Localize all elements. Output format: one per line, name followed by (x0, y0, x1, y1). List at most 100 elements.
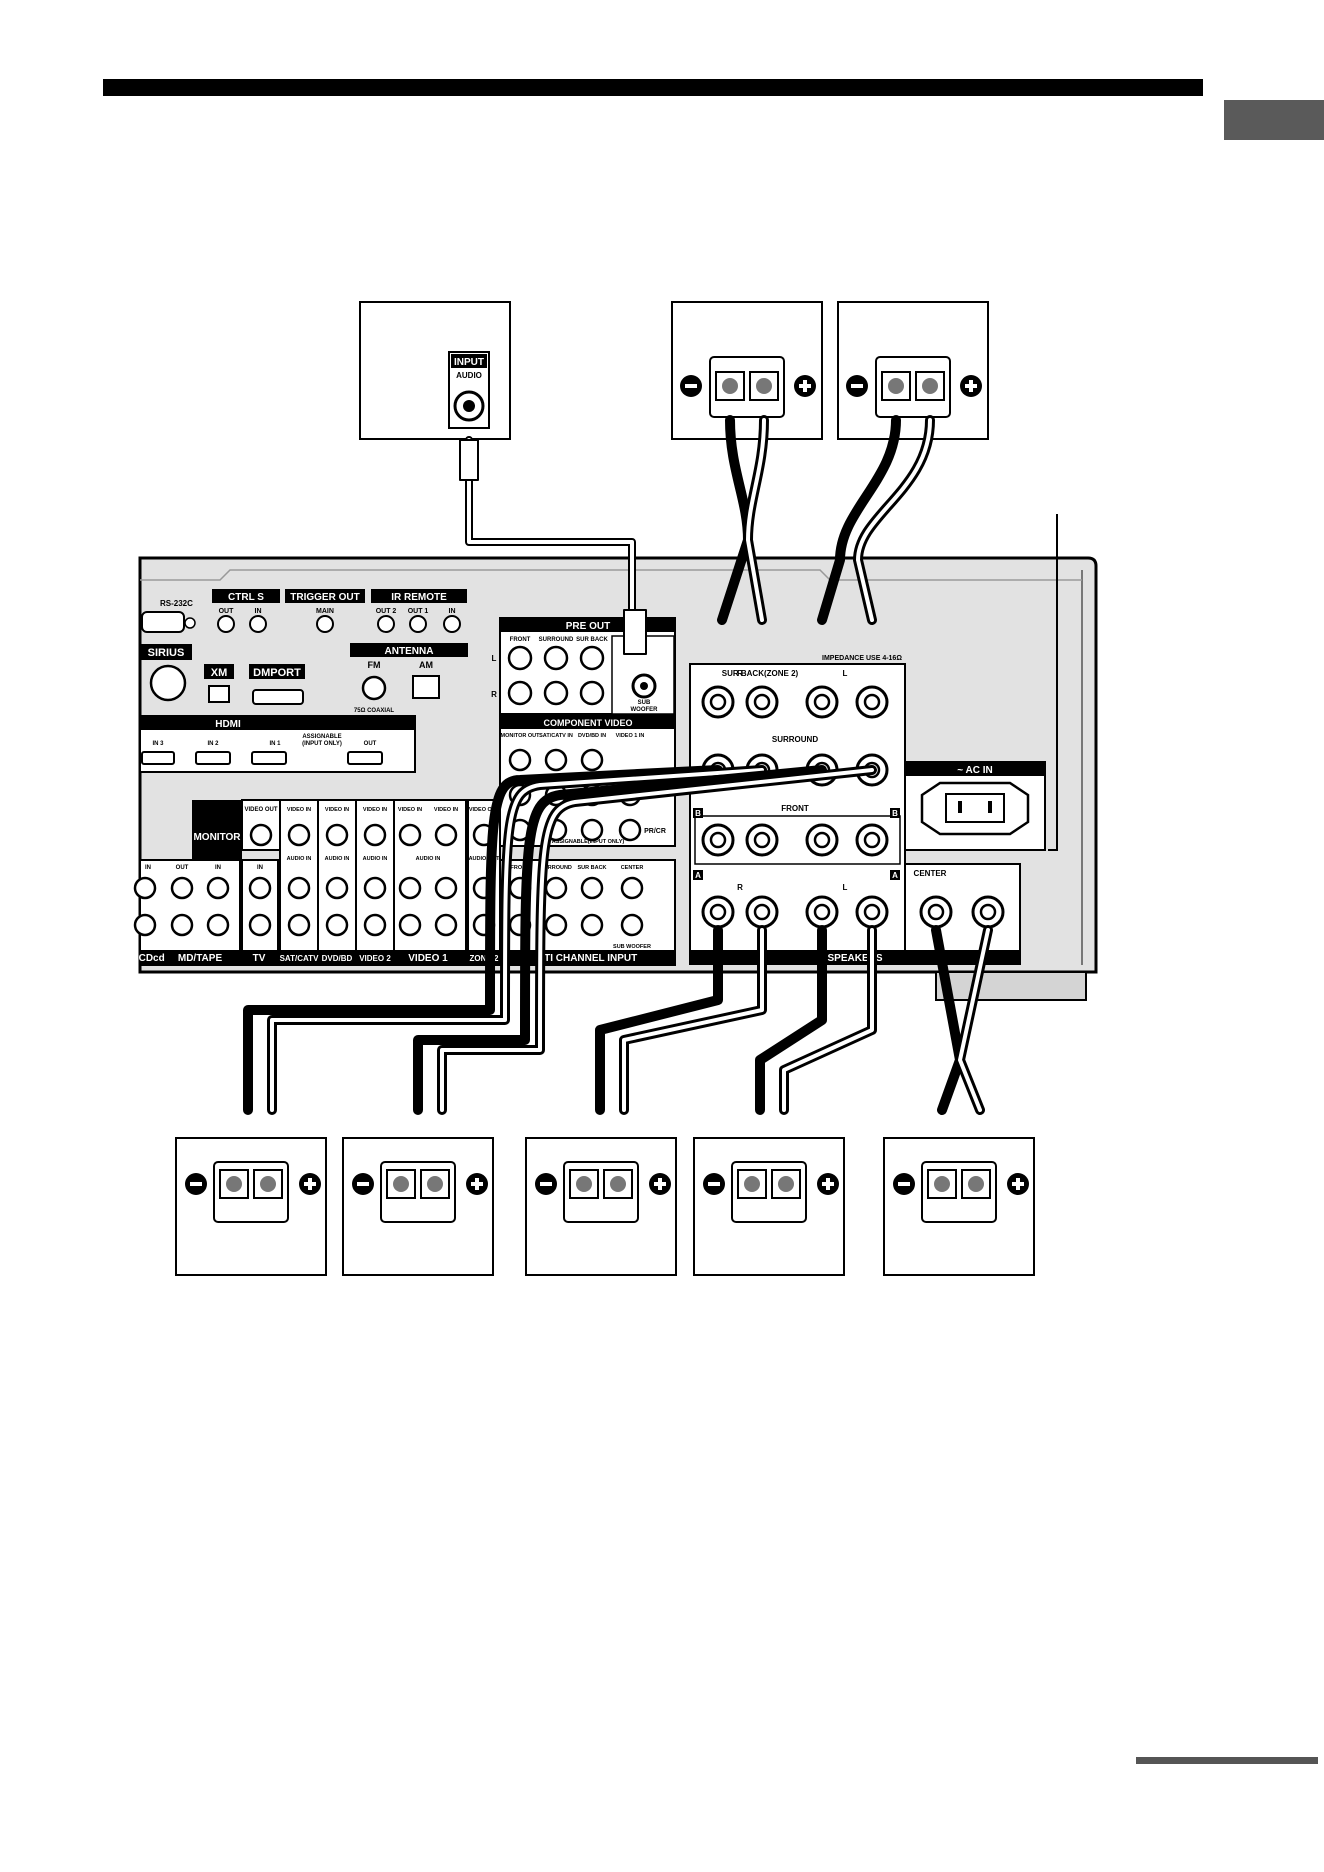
svg-text:TV: TV (253, 953, 266, 964)
svg-text:ASSIGNABLE(INPUT ONLY): ASSIGNABLE(INPUT ONLY) (552, 839, 625, 845)
callout-line (1048, 514, 1058, 851)
header-rule (103, 79, 1203, 96)
am-antenna-terminal[interactable] (412, 675, 440, 699)
trigger-out-title: TRIGGER OUT (290, 592, 359, 603)
ac-in-label: ~ AC IN (957, 765, 992, 776)
speaker-cables (243, 415, 993, 1115)
svg-text:CENTER: CENTER (621, 865, 644, 871)
svg-text:OUT: OUT (364, 741, 377, 747)
svg-text:VIDEO OUT: VIDEO OUT (469, 807, 500, 813)
speaker-center (883, 1137, 1035, 1276)
hdmi-in1-port[interactable] (251, 751, 287, 765)
svg-text:OUT 2: OUT 2 (376, 608, 397, 615)
svg-text:A: A (695, 871, 701, 880)
svg-text:AUDIO IN: AUDIO IN (325, 856, 350, 862)
svg-text:ASSIGNABLE: ASSIGNABLE (302, 734, 341, 740)
svg-text:FRONT: FRONT (511, 865, 531, 871)
svg-text:FM: FM (368, 660, 381, 670)
rs232-port[interactable] (141, 611, 185, 633)
xm-label: XM (211, 667, 228, 679)
sirius-label: SIRIUS (148, 647, 185, 659)
dmport-port[interactable] (252, 689, 304, 705)
speaker-sur-back-left (837, 301, 989, 440)
svg-text:75Ω COAXIAL: 75Ω COAXIAL (354, 708, 394, 714)
svg-text:L: L (843, 883, 848, 892)
svg-text:AM: AM (419, 660, 433, 670)
svg-text:SURROUND: SURROUND (540, 865, 572, 871)
svg-text:VIDEO IN: VIDEO IN (325, 807, 349, 813)
svg-text:L: L (843, 669, 848, 678)
svg-text:DVD/BD: DVD/BD (322, 954, 353, 963)
svg-text:A: A (892, 871, 898, 880)
subwoofer-unit: INPUT AUDIO (359, 301, 511, 440)
svg-text:IN 3: IN 3 (152, 741, 164, 747)
sirius-port[interactable] (149, 664, 187, 702)
svg-text:VIDEO IN: VIDEO IN (287, 807, 311, 813)
impedance-label: IMPEDANCE USE 4-16Ω (822, 655, 902, 662)
svg-text:ZONE 2: ZONE 2 (470, 954, 499, 963)
svg-text:R: R (737, 669, 743, 678)
front-label: FRONT (781, 804, 809, 813)
svg-text:PR/CR: PR/CR (644, 828, 666, 835)
sub-input-label: INPUT (454, 357, 484, 368)
speaker-surround-right (175, 1137, 327, 1276)
continued-bar (1136, 1757, 1318, 1764)
svg-text:VIDEO IN: VIDEO IN (363, 807, 387, 813)
svg-text:AUDIO IN: AUDIO IN (416, 856, 441, 862)
svg-text:VIDEO 1 IN: VIDEO 1 IN (616, 733, 645, 739)
svg-text:VIDEO IN: VIDEO IN (398, 807, 422, 813)
ctrl-s-in-jack[interactable] (249, 615, 267, 633)
svg-text:IN 1: IN 1 (269, 741, 281, 747)
svg-text:OUT: OUT (176, 865, 189, 871)
monitor-label: MONITOR (193, 832, 241, 843)
multi-channel-input-label: LTI CHANNEL INPUT (539, 953, 638, 964)
sur-back-label: SUR BACK(ZONE 2) (722, 669, 799, 678)
svg-text:SUB: SUB (638, 700, 651, 706)
svg-text:SAT/CATV IN: SAT/CATV IN (539, 733, 573, 739)
speakers-label: SPEAKERS (827, 953, 882, 964)
speaker-front-left (693, 1137, 845, 1276)
svg-text:AUDIO IN: AUDIO IN (287, 856, 312, 862)
rs232-label: RS-232C (160, 599, 193, 608)
svg-text:L: L (492, 654, 497, 663)
svg-text:SURROUND: SURROUND (539, 637, 574, 643)
hdmi-title: HDMI (215, 719, 241, 730)
svg-text:R: R (737, 883, 743, 892)
surround-label: SURROUND (772, 735, 818, 744)
svg-text:IN: IN (215, 865, 221, 871)
monitor-video-out-jack[interactable] (249, 823, 273, 847)
svg-text:VIDEO 2: VIDEO 2 (359, 954, 391, 963)
svg-text:MONITOR OUT: MONITOR OUT (500, 733, 540, 739)
ctrl-s-out-jack[interactable] (217, 615, 235, 633)
svg-text:R: R (491, 690, 497, 699)
xm-port[interactable] (208, 685, 230, 703)
antenna-title: ANTENNA (385, 646, 434, 657)
svg-text:MAIN: MAIN (316, 608, 334, 615)
svg-text:SUR BACK: SUR BACK (576, 637, 608, 643)
ctrl-s-title: CTRL S (228, 592, 264, 603)
speaker-surround-left (342, 1137, 494, 1276)
section-tab (1224, 100, 1324, 140)
hdmi-in3-port[interactable] (141, 751, 175, 765)
fm-antenna-jack[interactable] (361, 675, 387, 701)
svg-text:DVD/BD IN: DVD/BD IN (578, 733, 606, 739)
ir-remote-title: IR REMOTE (391, 592, 447, 603)
sub-audio-label: AUDIO (456, 371, 482, 380)
trigger-out-jack[interactable] (316, 615, 334, 633)
svg-text:VIDEO OUT: VIDEO OUT (244, 807, 277, 813)
hdmi-out-port[interactable] (347, 751, 383, 765)
svg-text:IN 2: IN 2 (207, 741, 219, 747)
svg-text:OUT: OUT (219, 608, 235, 615)
speaker-sur-back-right (671, 301, 823, 440)
svg-text:IN: IN (255, 608, 262, 615)
svg-text:MD/TAPE: MD/TAPE (178, 953, 223, 964)
svg-text:VIDEO 1: VIDEO 1 (408, 953, 448, 964)
svg-text:IN: IN (257, 865, 263, 871)
svg-text:B: B (695, 809, 701, 818)
svg-text:SUB WOOFER: SUB WOOFER (613, 944, 651, 950)
svg-text:FRONT: FRONT (510, 637, 531, 643)
svg-text:-CDcd: -CDcd (135, 953, 164, 964)
hdmi-in2-port[interactable] (195, 751, 231, 765)
svg-text:SAT/CATV: SAT/CATV (280, 954, 319, 963)
